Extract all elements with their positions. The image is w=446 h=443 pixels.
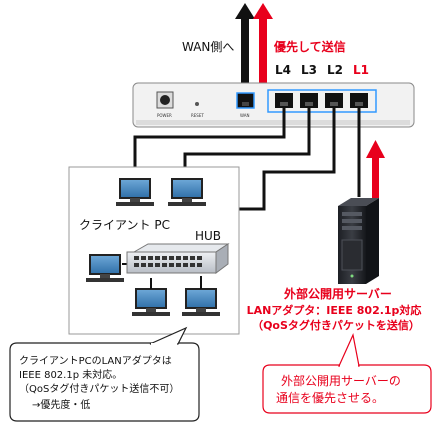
server-adapter-line: LANアダプタ：IEEE 802.1p対応 bbox=[247, 303, 422, 317]
port-label-l3: L3 bbox=[301, 63, 317, 77]
client-pc-icon bbox=[86, 254, 124, 282]
server-note-callout bbox=[262, 333, 432, 414]
server-tower-icon bbox=[338, 198, 379, 284]
wan-direction-label: WAN側へ bbox=[182, 40, 234, 54]
client-note-callout bbox=[9, 326, 200, 422]
client-pc-label: クライアント PC bbox=[79, 218, 170, 232]
power-button-icon bbox=[156, 91, 174, 109]
port-label-l1: L1 bbox=[353, 63, 369, 77]
priority-arrow bbox=[253, 3, 273, 85]
lan-port-l3-icon bbox=[300, 93, 318, 108]
hub-label: HUB bbox=[195, 229, 221, 243]
wan-port-label: WAN bbox=[240, 113, 249, 118]
router: POWER RESET WAN bbox=[132, 82, 415, 128]
server-priority-arrow bbox=[366, 140, 385, 198]
reset-button-icon bbox=[195, 102, 199, 106]
server-qos-line: （QoSタグ付きパケットを送信） bbox=[252, 318, 420, 332]
wan-port-icon bbox=[236, 92, 255, 109]
hub-links bbox=[122, 263, 202, 289]
wan-arrow bbox=[235, 3, 255, 85]
client-pc-icon bbox=[168, 178, 206, 206]
lan-port-l2-icon bbox=[325, 93, 343, 108]
lan-port-l1-icon bbox=[350, 93, 368, 108]
client-pc-icon bbox=[116, 178, 154, 206]
priority-send-label: 優先して送信 bbox=[273, 39, 346, 54]
client-note-line: →優先度・低 bbox=[32, 398, 90, 411]
port-label-l4: L4 bbox=[275, 63, 291, 77]
client-note-line: IEEE 802.1p 未対応。 bbox=[19, 368, 122, 381]
server-note-line: 通信を優先させる。 bbox=[276, 391, 384, 405]
hub-icon bbox=[126, 243, 230, 274]
power-label: POWER bbox=[157, 113, 172, 118]
port-label-l2: L2 bbox=[327, 63, 343, 77]
client-note-line: （QoSタグ付きパケット送信不可） bbox=[19, 382, 179, 395]
client-pc-icon bbox=[182, 288, 220, 316]
lan-port-l4-icon bbox=[275, 93, 293, 108]
reset-label: RESET bbox=[191, 113, 204, 118]
server-note-line: 外部公開用サーバーの bbox=[281, 373, 401, 388]
client-note-line: クライアントPCのLANアダプタは bbox=[19, 354, 172, 367]
server-title: 外部公開用サーバー bbox=[284, 286, 392, 301]
